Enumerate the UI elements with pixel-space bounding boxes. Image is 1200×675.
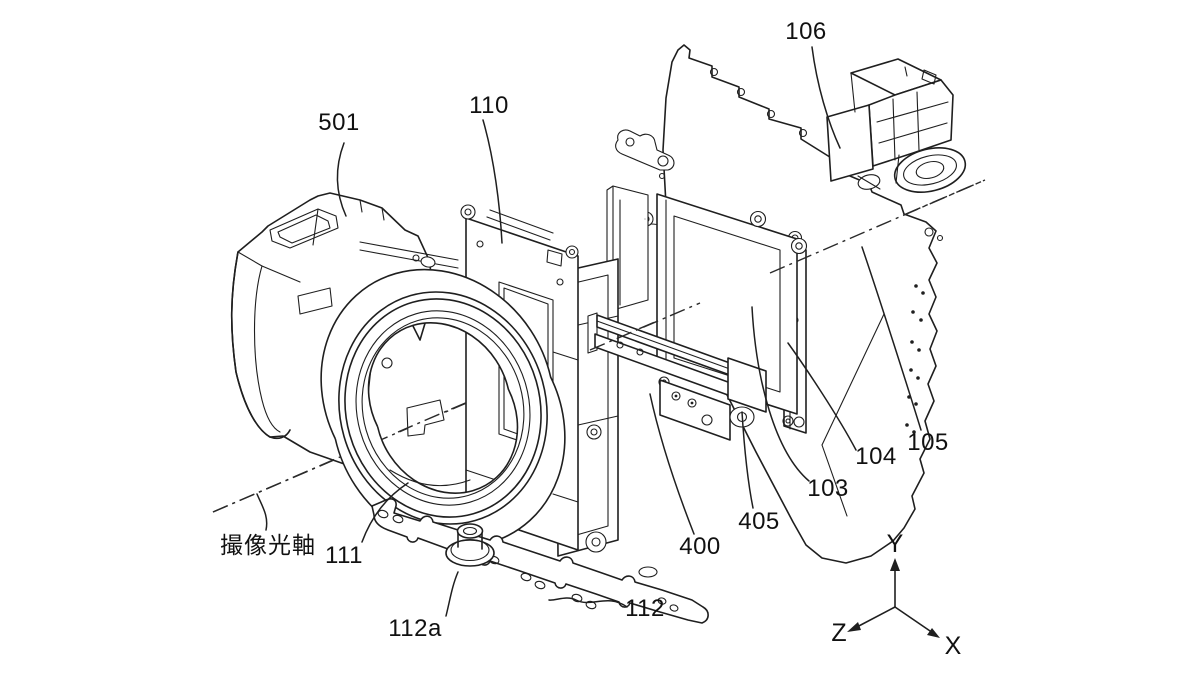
label-axis-y: Y [887,530,904,558]
evf-eyepiece [857,147,967,193]
label-103: 103 [807,475,849,502]
z-arrowhead [847,622,861,632]
label-optical-axis: 撮像光軸 [220,532,316,558]
reference-labels: 501 110 106 105 104 103 405 400 111 112 … [220,18,949,642]
label-112: 112 [625,595,665,622]
top-rail-links [359,241,459,269]
guide-rails-405 [587,312,767,441]
label-104: 104 [855,443,897,470]
label-105: 105 [907,429,949,456]
tripod-boss-112a [445,523,495,567]
optical-axis-overlay [212,179,986,513]
x-arrowhead [927,628,940,638]
label-axis-x: X [945,632,962,660]
top-bracket [615,129,675,180]
base-plate-112 [371,498,709,624]
label-405: 405 [738,508,780,535]
label-106: 106 [785,18,827,45]
y-arrowhead [890,558,900,571]
label-400: 400 [679,533,721,560]
label-axis-z: Z [831,619,846,647]
lens-mount-ring-111 [320,268,566,548]
coordinate-triad: Y Z X [831,530,961,660]
label-501: 501 [318,109,360,136]
label-112a: 112a [388,615,442,642]
label-111: 111 [325,542,363,569]
label-110: 110 [469,92,509,119]
leader-lines [256,46,922,617]
evf-unit-106 [826,58,967,193]
mount-interior [381,357,471,487]
solder-dots [905,284,925,434]
stabilizer-unit-400-405 [537,185,767,557]
